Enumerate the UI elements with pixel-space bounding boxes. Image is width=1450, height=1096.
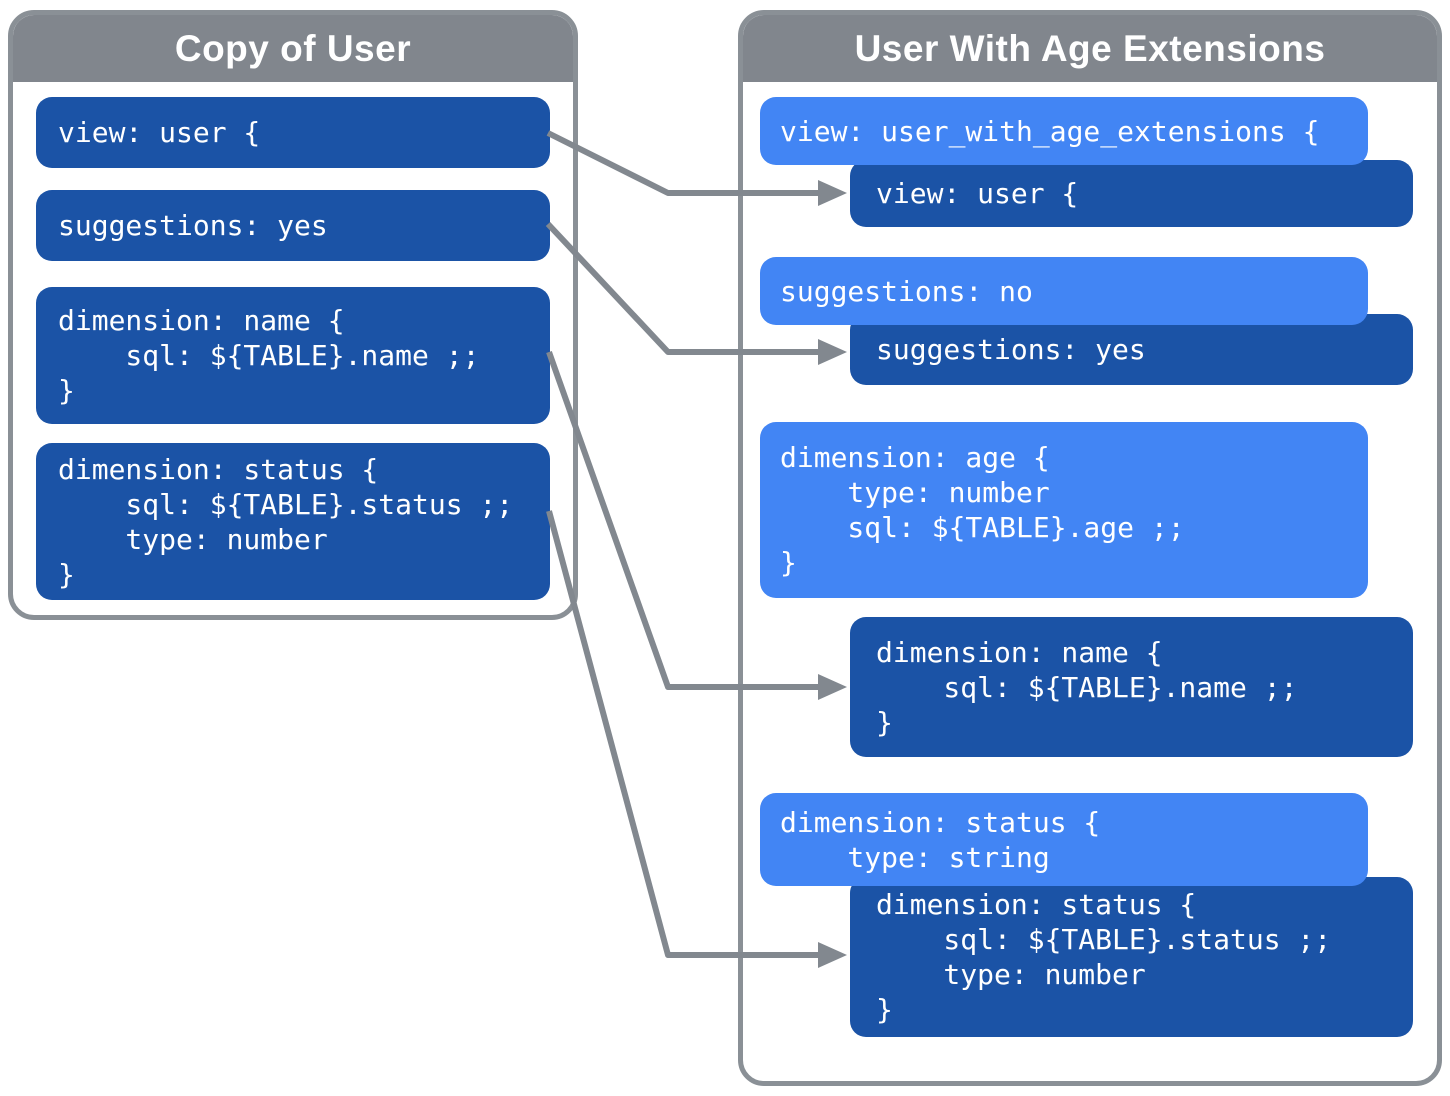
code-block-override-dimension-status: dimension: status { type: string — [760, 793, 1368, 886]
code-block-override-suggestions: suggestions: no — [760, 257, 1368, 325]
user-with-age-extensions-panel-header: User With Age Extensions — [743, 15, 1437, 82]
code-block-override-view: view: user_with_age_extensions { — [760, 97, 1368, 165]
code-block-copy-dimension-name: dimension: name { sql: ${TABLE}.name ;; … — [36, 287, 550, 424]
code-block-added-dimension-age: dimension: age { type: number sql: ${TAB… — [760, 422, 1368, 598]
code-block-original-view: view: user { — [850, 160, 1413, 227]
user-with-age-extensions-title: User With Age Extensions — [854, 27, 1326, 69]
code-text: suggestions: yes — [58, 209, 328, 242]
code-text: view: user { — [58, 116, 261, 149]
code-text: dimension: age { type: number sql: ${TAB… — [780, 441, 1185, 579]
copy-of-user-panel-header: Copy of User — [13, 15, 573, 82]
code-text: suggestions: yes — [876, 333, 1146, 366]
code-block-copy-dimension-status: dimension: status { sql: ${TABLE}.status… — [36, 443, 550, 600]
code-block-copy-suggestions: suggestions: yes — [36, 190, 550, 261]
copy-of-user-title: Copy of User — [174, 27, 412, 69]
code-text: dimension: status { sql: ${TABLE}.status… — [876, 888, 1332, 1026]
code-text: dimension: name { sql: ${TABLE}.name ;; … — [876, 635, 1298, 739]
code-block-original-dimension-name: dimension: name { sql: ${TABLE}.name ;; … — [850, 617, 1413, 757]
code-text: dimension: name { sql: ${TABLE}.name ;; … — [58, 304, 480, 407]
code-text: suggestions: no — [780, 274, 1033, 308]
code-text: view: user { — [876, 177, 1079, 210]
code-text: dimension: status { type: string — [780, 805, 1101, 874]
code-text: dimension: status { sql: ${TABLE}.status… — [58, 452, 514, 591]
code-block-original-dimension-status: dimension: status { sql: ${TABLE}.status… — [850, 877, 1413, 1037]
code-text: view: user_with_age_extensions { — [780, 114, 1320, 148]
code-block-original-suggestions: suggestions: yes — [850, 314, 1413, 385]
code-block-copy-view: view: user { — [36, 97, 550, 168]
